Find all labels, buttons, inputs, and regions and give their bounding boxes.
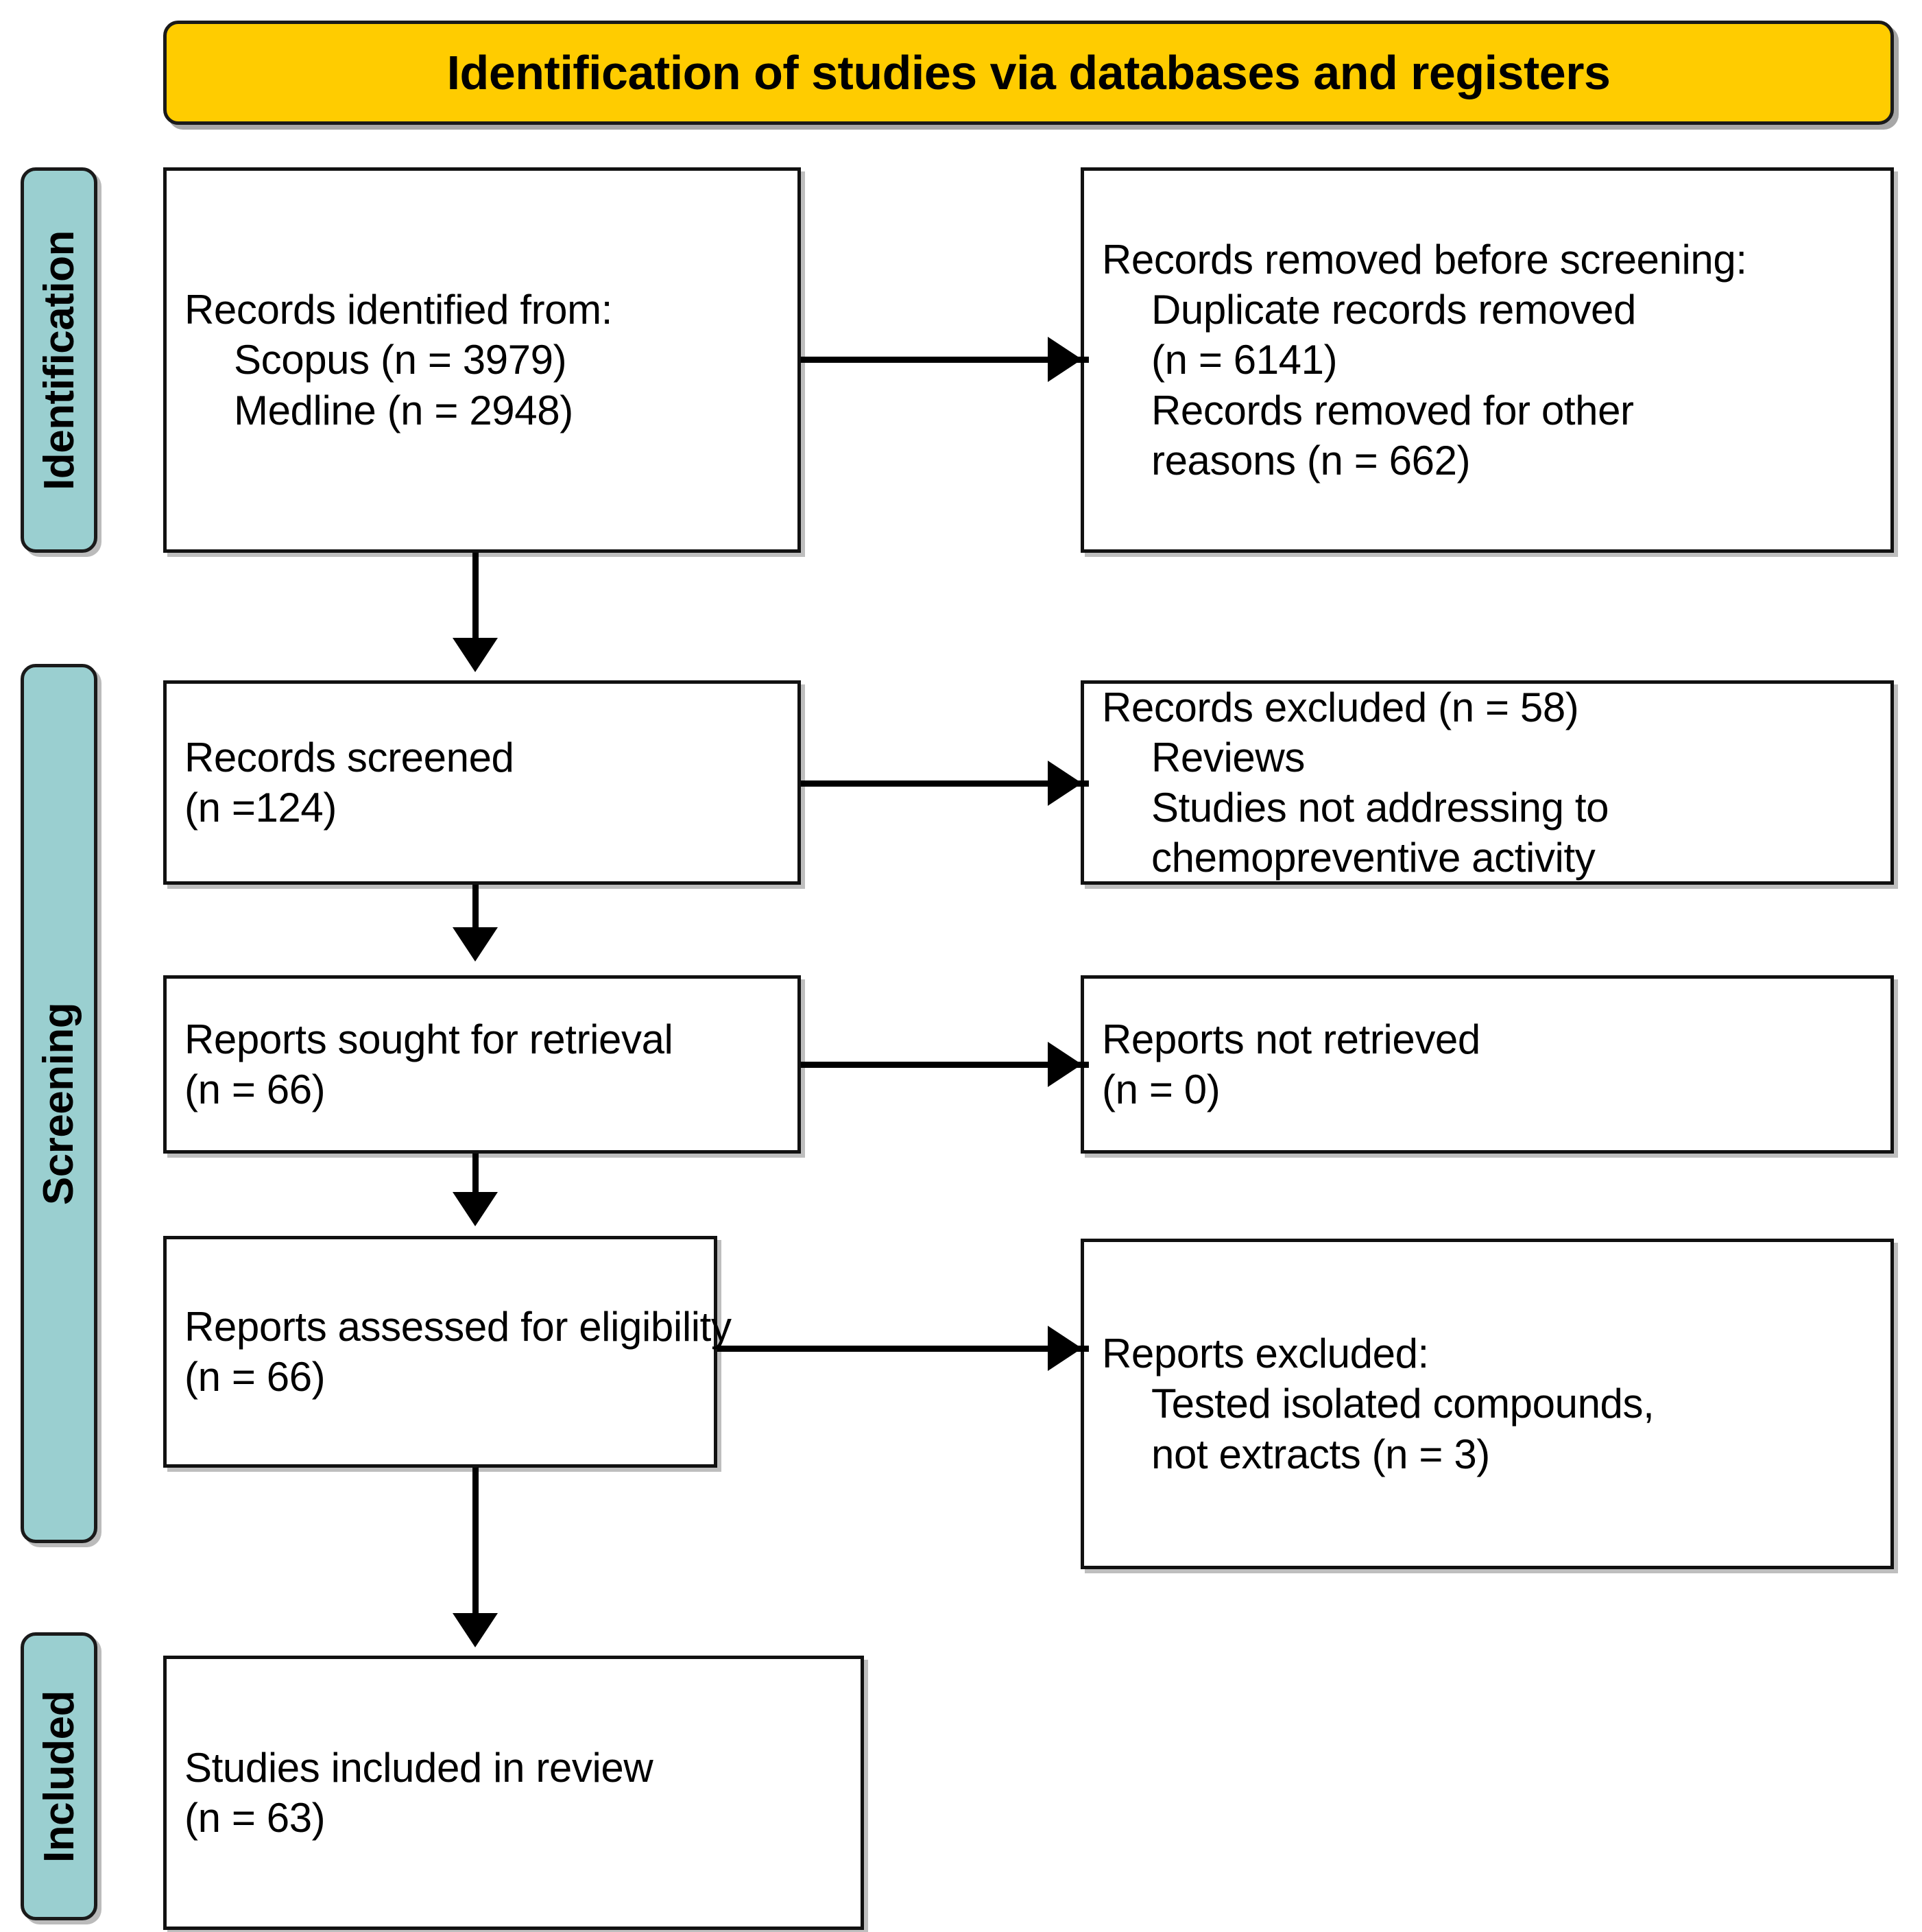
box-reports-not-retrieved: Reports not retrieved (n = 0) bbox=[1081, 975, 1894, 1154]
connector-sought-to-not-retrieved bbox=[801, 1062, 1089, 1068]
connector-identified-to-screened bbox=[472, 553, 479, 643]
records-removed-line-4: Records removed for other bbox=[1151, 387, 1634, 433]
connector-assessed-to-reports-excluded bbox=[717, 1346, 1089, 1352]
records-excluded-line-4: chemopreventive activity bbox=[1151, 835, 1596, 881]
arrowhead-down-to-included bbox=[453, 1613, 498, 1647]
connector-sought-to-assessed bbox=[472, 1154, 479, 1192]
studies-included-line-1: Studies included in review bbox=[184, 1744, 653, 1791]
reports-assessed-line-2: (n = 66) bbox=[184, 1354, 326, 1400]
records-removed-line-3: (n = 6141) bbox=[1151, 337, 1338, 383]
reports-not-retrieved-line-2: (n = 0) bbox=[1102, 1066, 1221, 1112]
records-removed-line-5: reasons (n = 662) bbox=[1151, 437, 1471, 484]
reports-excluded-line-2: Tested isolated compounds, bbox=[1151, 1381, 1655, 1427]
box-reports-excluded-body: Reports excluded: Tested isolated compou… bbox=[1084, 1328, 1890, 1479]
stage-label-identification-text: Identification bbox=[35, 230, 83, 490]
studies-included-line-2: (n = 63) bbox=[184, 1795, 326, 1841]
records-excluded-line-1: Records excluded (n = 58) bbox=[1102, 684, 1579, 730]
records-screened-line-2: (n =124) bbox=[184, 785, 337, 831]
box-records-removed: Records removed before screening: Duplic… bbox=[1081, 167, 1894, 553]
box-records-screened-body: Records screened (n =124) bbox=[167, 732, 797, 833]
records-excluded-line-2: Reviews bbox=[1151, 734, 1305, 780]
box-reports-assessed: Reports assessed for eligibility (n = 66… bbox=[163, 1236, 732, 1468]
records-screened-line-1: Records screened bbox=[184, 734, 514, 780]
records-excluded-line-3: Studies not addressing to bbox=[1151, 785, 1609, 831]
records-removed-line-1: Records removed before screening: bbox=[1102, 237, 1747, 283]
arrowhead-down-to-sought bbox=[453, 927, 498, 962]
stage-label-screening-text: Screening bbox=[35, 1002, 83, 1205]
reports-excluded-line-3: not extracts (n = 3) bbox=[1151, 1431, 1490, 1477]
reports-not-retrieved-line-1: Reports not retrieved bbox=[1102, 1016, 1480, 1062]
stage-label-included-text: Included bbox=[35, 1690, 83, 1863]
records-identified-line-3: Medline (n = 2948) bbox=[234, 387, 573, 433]
reports-sought-line-2: (n = 66) bbox=[184, 1066, 326, 1112]
connector-assessed-to-included bbox=[472, 1468, 479, 1619]
arrowhead-down-to-assessed bbox=[453, 1192, 498, 1226]
stage-label-included: Included bbox=[21, 1632, 97, 1920]
records-removed-line-2: Duplicate records removed bbox=[1151, 287, 1636, 333]
arrowhead-right-to-excluded bbox=[1048, 761, 1082, 806]
box-records-identified-body: Records identified from: Scopus (n = 397… bbox=[167, 285, 797, 436]
box-studies-included-body: Studies included in review (n = 63) bbox=[167, 1743, 861, 1843]
box-reports-assessed-body: Reports assessed for eligibility (n = 66… bbox=[167, 1302, 732, 1402]
records-identified-line-2: Scopus (n = 3979) bbox=[234, 337, 567, 383]
arrowhead-down-to-screened bbox=[453, 638, 498, 672]
box-reports-not-retrieved-body: Reports not retrieved (n = 0) bbox=[1084, 1014, 1890, 1114]
box-records-identified: Records identified from: Scopus (n = 397… bbox=[163, 167, 801, 553]
box-records-screened: Records screened (n =124) bbox=[163, 680, 801, 885]
reports-assessed-line-1: Reports assessed for eligibility bbox=[184, 1303, 732, 1350]
stage-label-identification: Identification bbox=[21, 167, 97, 553]
arrowhead-right-to-not-retrieved bbox=[1048, 1042, 1082, 1087]
records-identified-line-1: Records identified from: bbox=[184, 287, 613, 333]
box-reports-excluded: Reports excluded: Tested isolated compou… bbox=[1081, 1239, 1894, 1569]
connector-identified-to-removed bbox=[801, 357, 1089, 363]
connector-screened-to-excluded bbox=[801, 780, 1089, 787]
box-records-excluded-body: Records excluded (n = 58) Reviews Studie… bbox=[1084, 682, 1890, 883]
arrowhead-right-to-removed bbox=[1048, 337, 1082, 382]
box-records-excluded: Records excluded (n = 58) Reviews Studie… bbox=[1081, 680, 1894, 885]
stage-label-screening: Screening bbox=[21, 664, 97, 1543]
box-reports-sought-body: Reports sought for retrieval (n = 66) bbox=[167, 1014, 797, 1114]
box-records-removed-body: Records removed before screening: Duplic… bbox=[1084, 235, 1890, 486]
box-reports-sought: Reports sought for retrieval (n = 66) bbox=[163, 975, 801, 1154]
reports-sought-line-1: Reports sought for retrieval bbox=[184, 1016, 673, 1062]
connector-screened-to-sought bbox=[472, 885, 479, 931]
diagram-title: Identification of studies via databases … bbox=[446, 46, 1611, 99]
box-studies-included: Studies included in review (n = 63) bbox=[163, 1656, 864, 1930]
reports-excluded-line-1: Reports excluded: bbox=[1102, 1331, 1429, 1377]
arrowhead-right-to-reports-excluded bbox=[1048, 1326, 1082, 1371]
diagram-title-banner: Identification of studies via databases … bbox=[163, 21, 1894, 125]
